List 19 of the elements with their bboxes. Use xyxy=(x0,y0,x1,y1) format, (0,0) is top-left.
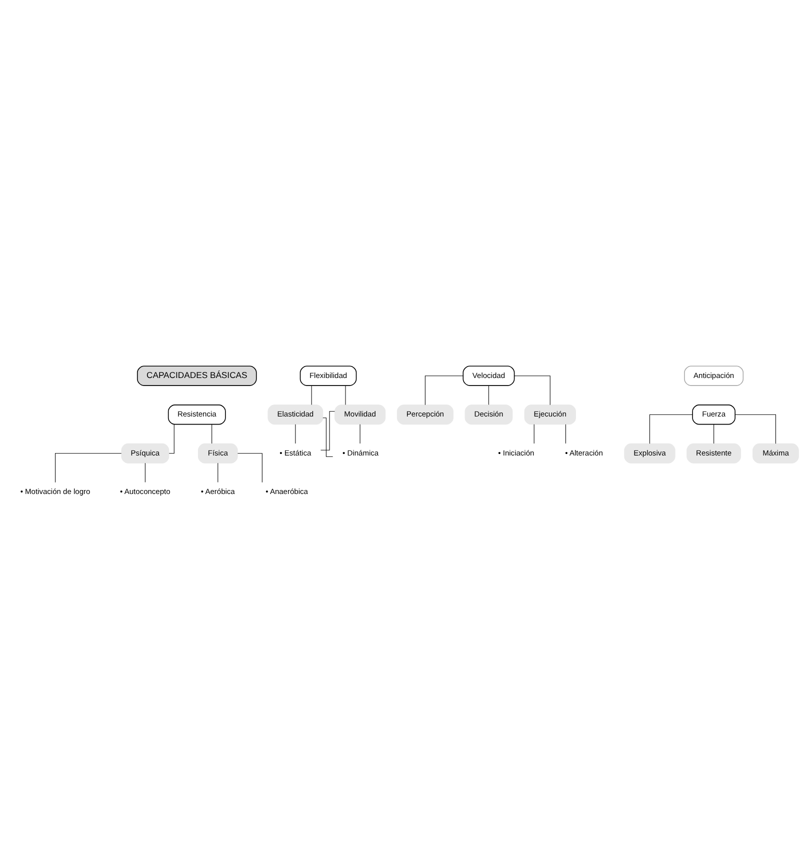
connector xyxy=(320,411,334,450)
connector xyxy=(424,376,463,406)
connector xyxy=(344,385,346,405)
connector xyxy=(564,424,566,444)
connector xyxy=(713,424,714,444)
connector xyxy=(533,424,534,444)
connector xyxy=(144,462,145,482)
connector xyxy=(236,453,262,483)
connector xyxy=(322,418,333,457)
connector xyxy=(168,424,174,454)
connector xyxy=(734,414,776,444)
connector xyxy=(514,376,550,406)
connector xyxy=(54,453,122,483)
connector xyxy=(217,462,218,482)
connector xyxy=(648,414,692,444)
node-box: CAPACIDADES BÁSICAS xyxy=(136,366,256,386)
connector xyxy=(294,424,296,444)
connector xyxy=(211,424,212,444)
connector xyxy=(310,385,312,405)
